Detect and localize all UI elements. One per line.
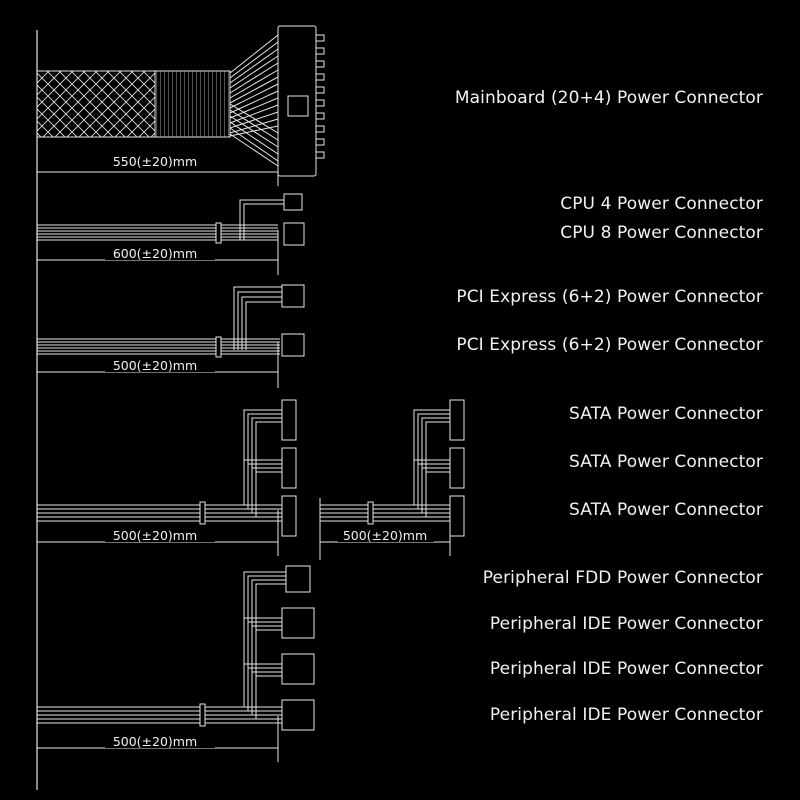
atx-connector xyxy=(277,25,317,177)
cpu4-connector xyxy=(283,193,303,211)
dimension-pcie: 500(±20)mm xyxy=(113,358,197,373)
sata-cable-main xyxy=(37,399,297,556)
ide-connector-2 xyxy=(281,653,315,685)
cpu-cable xyxy=(37,193,305,275)
label-ide-1: Peripheral IDE Power Connector xyxy=(489,614,763,634)
pcie-connector-2 xyxy=(281,333,305,357)
latch xyxy=(287,95,309,117)
dimension-cpu: 600(±20)mm xyxy=(113,246,197,261)
dimension-peripheral: 500(±20)mm xyxy=(113,734,197,749)
label-pcie-2: PCI Express (6+2) Power Connector xyxy=(456,335,763,355)
dim-label-bg xyxy=(105,152,215,168)
sata-ext-connector-3 xyxy=(449,495,465,537)
pcie-connector-1 xyxy=(281,284,305,308)
sata-connector-2 xyxy=(281,447,297,489)
mainboard-cable xyxy=(36,25,325,186)
dimension-sata-extension: 500(±20)mm xyxy=(343,528,427,543)
sata-cable-extension xyxy=(319,399,465,560)
label-sata-3: SATA Power Connector xyxy=(569,500,763,520)
sata-ext-connector-1 xyxy=(449,399,465,441)
label-pcie-1: PCI Express (6+2) Power Connector xyxy=(456,287,763,307)
label-sata-1: SATA Power Connector xyxy=(569,404,763,424)
label-fdd: Peripheral FDD Power Connector xyxy=(482,568,763,588)
label-ide-3: Peripheral IDE Power Connector xyxy=(489,705,763,725)
ide-connector-1 xyxy=(281,607,315,639)
cpu8-connector xyxy=(283,222,305,246)
label-sata-2: SATA Power Connector xyxy=(569,452,763,472)
label-ide-2: Peripheral IDE Power Connector xyxy=(489,659,763,679)
pcie-cable xyxy=(37,284,305,388)
label-cpu8: CPU 8 Power Connector xyxy=(560,223,763,243)
mesh-sleeve xyxy=(36,70,156,138)
sata-connector-1 xyxy=(281,399,297,441)
label-cpu4: CPU 4 Power Connector xyxy=(560,194,763,214)
dimension-sata-main: 500(±20)mm xyxy=(113,528,197,543)
label-mainboard: Mainboard (20+4) Power Connector xyxy=(454,88,763,108)
striped-sleeve xyxy=(154,70,231,138)
dimension-mainboard: 550(±20)mm xyxy=(113,154,197,169)
peripheral-cable xyxy=(37,565,315,762)
fdd-connector xyxy=(285,565,311,593)
sata-connector-3 xyxy=(281,495,297,537)
sata-ext-connector-2 xyxy=(449,447,465,489)
wire-fan xyxy=(229,34,279,167)
ide-connector-3 xyxy=(281,699,315,731)
